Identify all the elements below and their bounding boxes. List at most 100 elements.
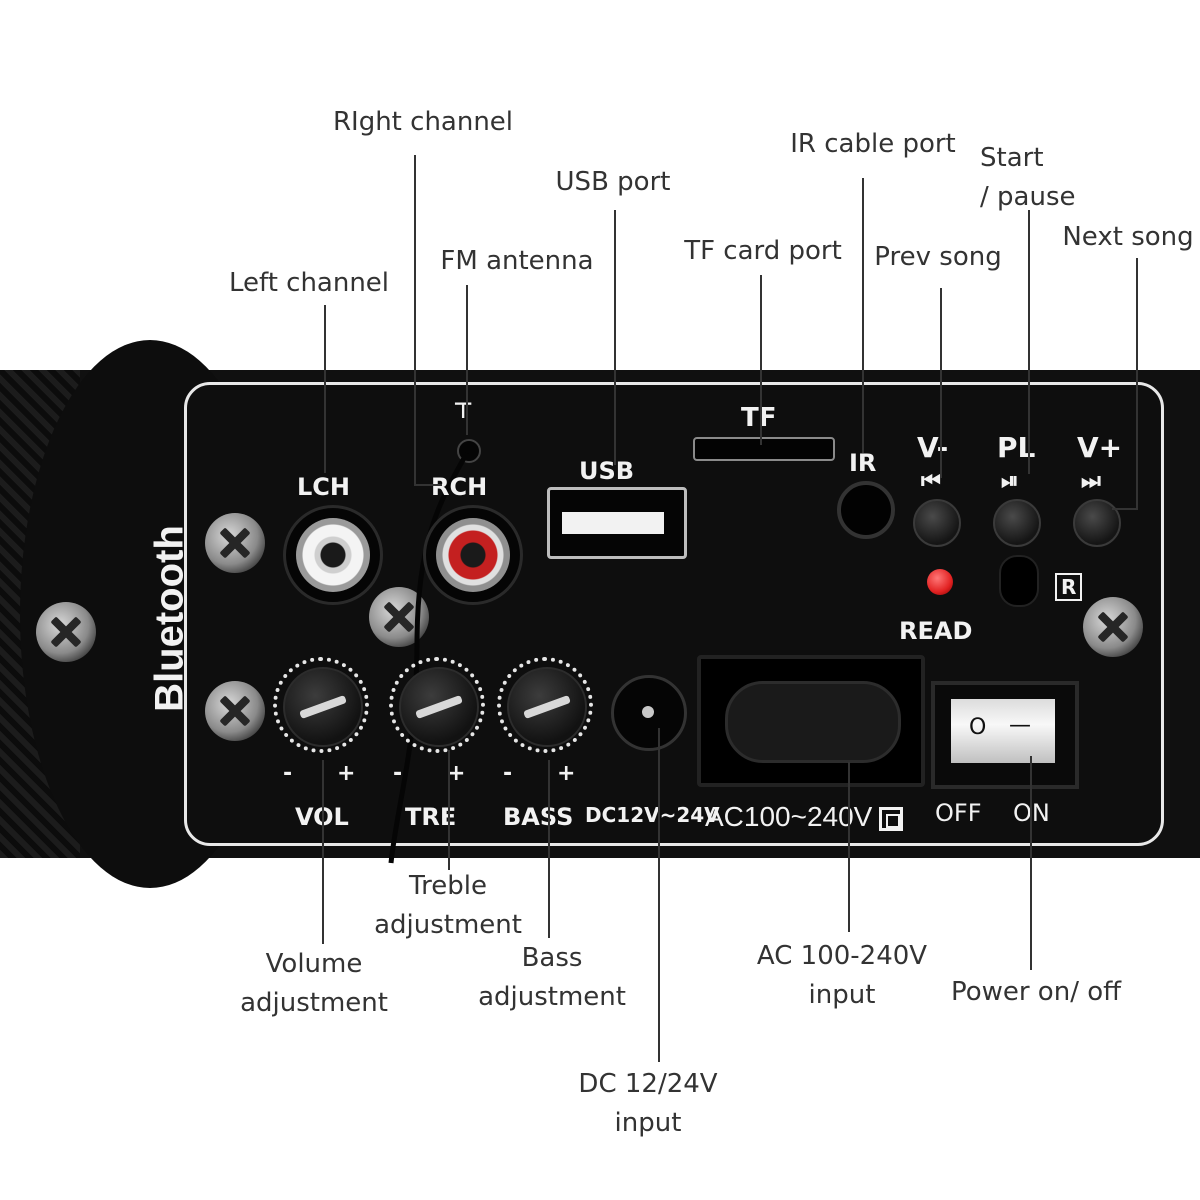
status-led xyxy=(927,569,953,595)
leader-ac-input xyxy=(848,762,850,932)
callout-treble-line1: Treble xyxy=(409,871,487,901)
callout-volume: Volume adjustment xyxy=(234,945,394,1023)
dc-jack[interactable] xyxy=(611,675,687,751)
lch-label: LCH xyxy=(297,473,350,501)
callout-ac-input-line1: AC 100-240V xyxy=(756,941,928,971)
callout-ac-input: AC 100-240V input xyxy=(752,937,932,1015)
callout-usb-port: USB port xyxy=(536,163,690,202)
r-mark: R xyxy=(1055,573,1083,601)
switch-on-symbol: — xyxy=(1009,713,1031,738)
callout-power-text: Power on/ off xyxy=(950,977,1122,1007)
leader-next-song-end xyxy=(1112,508,1138,510)
ac-rating-label: AC100~240V xyxy=(705,801,873,832)
bass-dial-scale xyxy=(497,657,593,753)
callout-next-song: Next song xyxy=(1060,218,1196,257)
callout-start-pause: Start / pause xyxy=(980,139,1075,217)
next-icon: ⏭ xyxy=(1081,469,1101,494)
callout-right-channel-text: RIght channel xyxy=(332,107,514,137)
tf-label: TF xyxy=(741,403,777,433)
off-label: OFF xyxy=(935,799,982,827)
dc-rating-label: DC12V~24V xyxy=(585,803,720,827)
ir-label: IR xyxy=(849,449,877,477)
callout-tf-card-port: TF card port xyxy=(678,232,848,271)
tre-plus: + xyxy=(447,761,466,786)
callout-bass-line2: adjustment xyxy=(478,982,626,1012)
v-plus-label: V+ xyxy=(1077,431,1123,464)
bass-minus: - xyxy=(503,761,513,786)
screw xyxy=(205,513,265,573)
leader-prev-song xyxy=(940,288,942,478)
screw xyxy=(36,602,96,662)
leader-left-channel xyxy=(324,305,326,473)
callout-dc-input-line1: DC 12/24V xyxy=(578,1069,718,1099)
leader-fm-antenna xyxy=(466,285,468,435)
leader-start-pause xyxy=(1028,210,1030,474)
callout-next-song-text: Next song xyxy=(1062,222,1194,252)
callout-prev-song: Prev song xyxy=(868,238,1008,277)
vol-plus: + xyxy=(337,761,356,786)
leader-bass xyxy=(548,760,550,938)
vol-label: VOL xyxy=(295,803,349,831)
play-pause-icon: ⏯ xyxy=(1001,469,1019,494)
leader-usb-port xyxy=(614,210,616,465)
power-switch-housing: O — xyxy=(931,681,1079,789)
callout-volume-line2: adjustment xyxy=(240,988,388,1018)
leader-next-song xyxy=(1136,258,1138,510)
power-switch[interactable]: O — xyxy=(951,699,1055,763)
play-pause-button[interactable] xyxy=(993,499,1041,547)
tre-minus: - xyxy=(393,761,403,786)
control-panel: Bluetooth ⊤ LCH RCH USB TF IR V- PL V+ ⏮ xyxy=(0,340,1200,888)
tf-card-slot[interactable] xyxy=(693,437,835,461)
callout-bass-line1: Bass xyxy=(521,943,583,973)
callout-prev-song-text: Prev song xyxy=(874,242,1002,272)
usb-port[interactable] xyxy=(547,487,687,559)
screw xyxy=(205,681,265,741)
callout-power: Power on/ off xyxy=(940,973,1132,1012)
double-insulation-icon xyxy=(879,807,903,831)
tre-label: TRE xyxy=(405,803,457,831)
leader-volume xyxy=(322,760,324,944)
treble-knob[interactable] xyxy=(399,667,479,747)
callout-ac-input-line2: input xyxy=(808,980,876,1010)
leader-power xyxy=(1030,756,1032,970)
callout-bass: Bass adjustment xyxy=(472,939,632,1017)
antenna-cable xyxy=(388,451,470,864)
bass-knob[interactable] xyxy=(507,667,587,747)
callout-start-pause-line2: / pause xyxy=(980,182,1076,212)
leader-dc-input xyxy=(658,728,660,1062)
callout-right-channel: RIght channel xyxy=(323,103,523,142)
vol-minus: - xyxy=(283,761,293,786)
callout-dc-input: DC 12/24V input xyxy=(568,1065,728,1143)
read-label: READ xyxy=(899,617,973,645)
vol-dial-scale xyxy=(273,657,369,753)
leader-right-channel-end xyxy=(414,484,442,486)
callout-ir-cable-port: IR cable port xyxy=(782,125,964,164)
callout-left-channel-text: Left channel xyxy=(228,268,390,298)
ac-socket[interactable] xyxy=(697,655,925,787)
callout-left-channel: Left channel xyxy=(224,264,394,303)
leader-tf-card-port xyxy=(760,275,762,445)
rch-label: RCH xyxy=(431,473,488,501)
callout-start-pause-line1: Start xyxy=(980,143,1044,173)
left-channel-jack[interactable] xyxy=(283,505,383,605)
right-channel-jack[interactable] xyxy=(423,505,523,605)
screw xyxy=(1083,597,1143,657)
callout-treble: Treble adjustment xyxy=(368,867,528,945)
ir-receiver-window xyxy=(999,555,1039,607)
next-song-button[interactable] xyxy=(1073,499,1121,547)
callout-fm-antenna-text: FM antenna xyxy=(440,246,594,276)
bass-label: BASS xyxy=(503,803,574,831)
ir-cable-port[interactable] xyxy=(837,481,895,539)
leader-ir-cable-port xyxy=(862,178,864,453)
tre-dial-scale xyxy=(389,657,485,753)
leader-right-channel xyxy=(414,155,416,485)
prev-song-button[interactable] xyxy=(913,499,961,547)
switch-off-symbol: O xyxy=(969,715,987,740)
volume-knob[interactable] xyxy=(283,667,363,747)
callout-dc-input-line2: input xyxy=(614,1108,682,1138)
callout-fm-antenna: FM antenna xyxy=(432,242,602,281)
bass-plus: + xyxy=(557,761,576,786)
callout-tf-card-port-text: TF card port xyxy=(684,236,842,266)
antenna-icon: ⊤ xyxy=(453,399,474,424)
callout-volume-line1: Volume xyxy=(265,949,363,979)
